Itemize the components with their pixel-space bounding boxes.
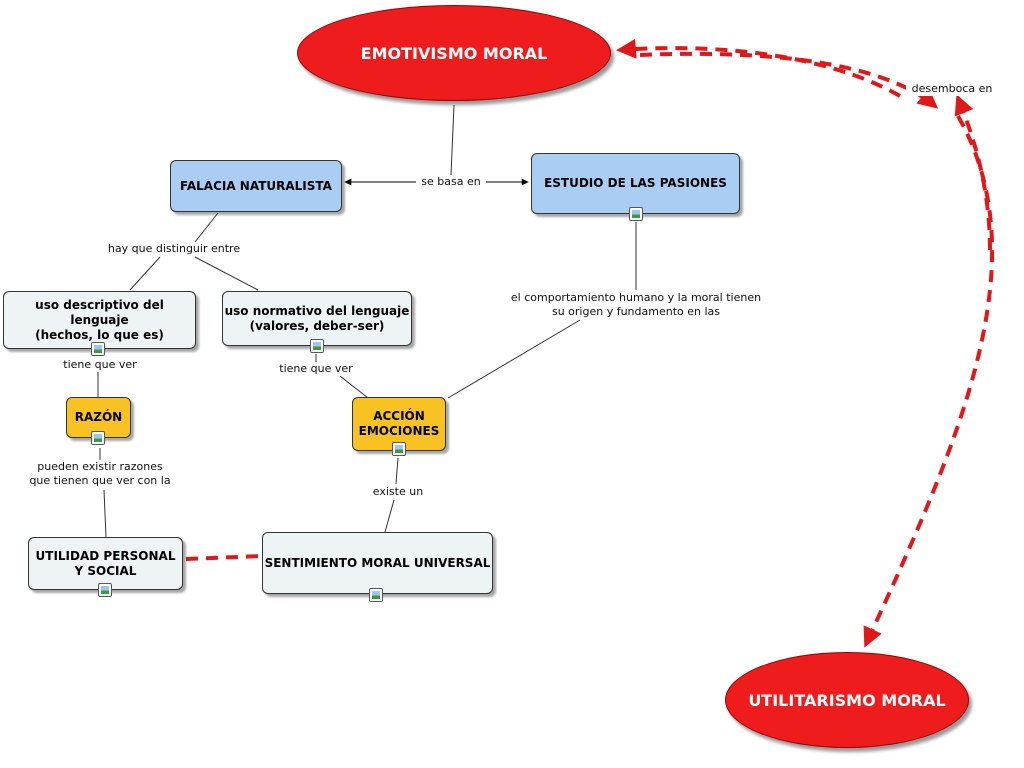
node-uso-normativo[interactable]: uso normativo del lenguaje (valores, deb… xyxy=(222,291,412,346)
node-emotivismo-moral[interactable]: EMOTIVISMO MORAL xyxy=(297,5,611,101)
node-falacia-naturalista[interactable]: FALACIA NATURALISTA xyxy=(170,160,342,212)
resource-image-icon[interactable] xyxy=(91,342,105,356)
line-hay-normativo xyxy=(194,256,259,291)
resource-image-icon[interactable] xyxy=(369,588,383,602)
node-utilitarismo-moral[interactable]: UTILITARISMO MORAL xyxy=(725,652,969,748)
node-uso-normativo-label: uso normativo del lenguaje (valores, deb… xyxy=(224,303,410,333)
node-estudio-pasiones-label: ESTUDIO DE LAS PASIONES xyxy=(544,176,727,190)
line-emotivismo-sebasa xyxy=(450,104,455,176)
line-comportamiento-accion xyxy=(447,319,581,399)
dashed-arrow-to-emotivismo xyxy=(616,38,901,98)
link-existe-un[interactable]: existe un xyxy=(364,485,432,499)
line-tiene-accion xyxy=(339,375,369,399)
link-tiene-que-ver-1[interactable]: tiene que ver xyxy=(56,358,144,372)
line-falacia-hay xyxy=(194,212,219,243)
dashed-link-utilidad-sentimiento xyxy=(185,554,263,561)
link-desemboca-en[interactable]: desemboca en xyxy=(906,82,998,96)
node-utilidad-personal-social-label: UTILIDAD PERSONAL Y SOCIAL xyxy=(35,548,176,578)
resource-image-icon[interactable] xyxy=(310,339,324,353)
link-comportamiento-humano[interactable]: el comportamiento humano y la moral tien… xyxy=(500,291,772,319)
resource-image-icon[interactable] xyxy=(392,442,406,456)
node-uso-descriptivo-label: uso descriptivo del lenguaje (hechos, lo… xyxy=(35,297,164,342)
node-utilitarismo-moral-label: UTILITARISMO MORAL xyxy=(748,690,946,710)
dashed-arrow-to-desemboca-from-emotivismo xyxy=(639,51,939,109)
link-tiene-que-ver-2[interactable]: tiene que ver xyxy=(272,362,360,376)
link-se-basa-en[interactable]: se basa en xyxy=(416,175,486,189)
node-razon-label: RAZÓN xyxy=(74,410,123,424)
line-existe-sentimiento xyxy=(384,499,395,533)
node-sentimiento-moral-universal-label: SENTIMIENTO MORAL UNIVERSAL xyxy=(264,555,491,570)
node-estudio-pasiones[interactable]: ESTUDIO DE LAS PASIONES xyxy=(531,153,740,214)
node-falacia-naturalista-label: FALACIA NATURALISTA xyxy=(180,178,332,193)
resource-image-icon[interactable] xyxy=(629,207,643,221)
line-pueden-utilidad xyxy=(103,489,107,538)
node-utilidad-personal-social[interactable]: UTILIDAD PERSONAL Y SOCIAL xyxy=(28,537,183,590)
dashed-arrow-to-desemboca xyxy=(954,94,992,251)
node-accion-emociones[interactable]: ACCIÓN EMOCIONES xyxy=(352,397,446,451)
dashed-arrow-to-utilitarismo xyxy=(863,115,995,648)
line-hay-descriptivo xyxy=(129,256,161,291)
node-emotivismo-moral-label: EMOTIVISMO MORAL xyxy=(360,43,548,63)
node-sentimiento-moral-universal[interactable]: SENTIMIENTO MORAL UNIVERSAL xyxy=(262,532,493,594)
resource-image-icon[interactable] xyxy=(98,583,112,597)
line-accion-existe xyxy=(395,457,399,485)
node-accion-emociones-label: ACCIÓN EMOCIONES xyxy=(358,409,440,438)
link-pueden-existir[interactable]: pueden existir razones que tienen que ve… xyxy=(20,460,180,488)
resource-image-icon[interactable] xyxy=(91,431,105,445)
node-uso-descriptivo[interactable]: uso descriptivo del lenguaje (hechos, lo… xyxy=(3,291,196,349)
link-hay-que-distinguir[interactable]: hay que distinguir entre xyxy=(100,242,248,256)
